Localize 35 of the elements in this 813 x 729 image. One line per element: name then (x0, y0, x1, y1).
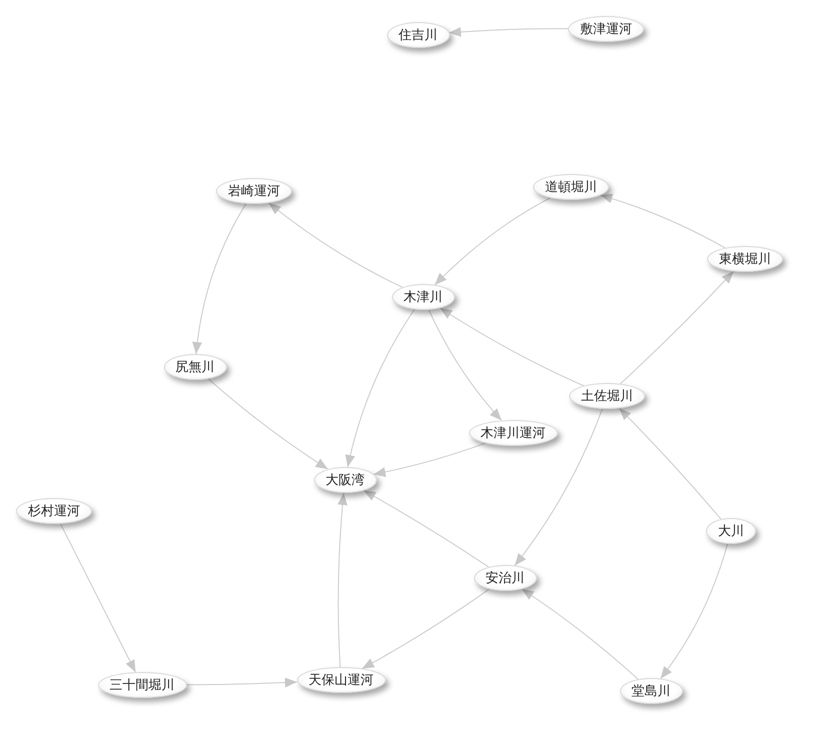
ellipse-node: 大阪湾 (314, 467, 376, 493)
arrow (363, 490, 489, 568)
arrow (428, 309, 502, 421)
arrow (521, 588, 638, 680)
arrow (192, 203, 246, 354)
ellipse-node: 三十間堀川 (98, 672, 186, 698)
ellipse-node: 安治川 (474, 565, 536, 591)
arrow (440, 308, 584, 386)
arrow (660, 543, 728, 680)
arrow (448, 26, 568, 37)
arrow (362, 588, 490, 670)
ellipse-node: 東横堀川 (707, 246, 783, 272)
arrow (186, 678, 298, 688)
arrow (60, 523, 136, 673)
ellipse-node: 木津川運河 (468, 420, 558, 446)
arrow (434, 197, 551, 286)
ellipse-node: 尻無川 (164, 354, 226, 380)
arrow (345, 309, 415, 468)
ellipse-node: 土佐堀川 (569, 383, 645, 409)
ellipse-node: 住吉川 (386, 22, 450, 48)
ellipse-node: 杉村運河 (16, 498, 92, 524)
arrow (618, 408, 722, 520)
ellipse-node: 木津川 (392, 284, 454, 310)
arrow (208, 378, 328, 470)
arrow (268, 202, 403, 288)
ellipse-node: 天保山運河 (296, 667, 386, 693)
ellipse-node: 大川 (706, 518, 756, 544)
arrow (514, 408, 603, 566)
arrow (373, 442, 486, 477)
ellipse-node: 堂島川 (620, 678, 682, 704)
arrow (620, 270, 734, 384)
ellipse-node: 敷津運河 (568, 16, 644, 42)
ellipse-node: 岩崎運河 (216, 178, 292, 204)
ellipse-node: 道頓堀川 (533, 174, 609, 200)
arrow (338, 492, 348, 668)
